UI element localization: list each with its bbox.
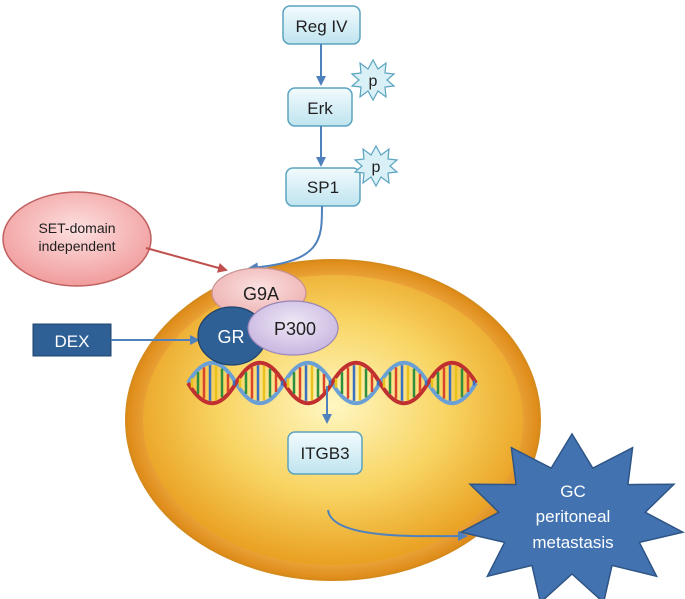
itgb3-label: ITGB3	[300, 444, 349, 463]
p300-node: P300	[247, 300, 339, 356]
sp1-label: SP1	[307, 178, 339, 197]
set-domain-label-line2: independent	[38, 238, 115, 254]
erk-phospho-label: p	[369, 73, 378, 90]
dna-helix-icon	[186, 361, 478, 405]
set-domain-node: SET-domain independent	[2, 191, 152, 287]
erk-phospho-badge: p	[350, 58, 396, 102]
gc-peritoneal-metastasis-node: GC peritoneal metastasis	[458, 432, 685, 599]
reg-iv-node: Reg IV	[282, 5, 361, 45]
outcome-label-line2: peritoneal	[536, 507, 611, 526]
sp1-node: SP1	[285, 167, 361, 207]
itgb3-node: ITGB3	[287, 431, 363, 475]
reg-iv-label: Reg IV	[296, 17, 349, 36]
dex-node: DEX	[32, 323, 112, 357]
erk-node: Erk	[287, 87, 353, 127]
dex-label: DEX	[55, 332, 90, 351]
gr-label: GR	[218, 327, 245, 347]
outcome-label-line1: GC	[560, 482, 586, 501]
p300-label: P300	[274, 319, 316, 339]
outcome-label-line3: metastasis	[532, 533, 613, 552]
sp1-phospho-badge: p	[353, 144, 399, 188]
sp1-phospho-label: p	[372, 159, 381, 176]
g9a-label: G9A	[243, 284, 279, 304]
erk-label: Erk	[307, 99, 333, 118]
set-domain-label-line1: SET-domain	[38, 220, 115, 236]
